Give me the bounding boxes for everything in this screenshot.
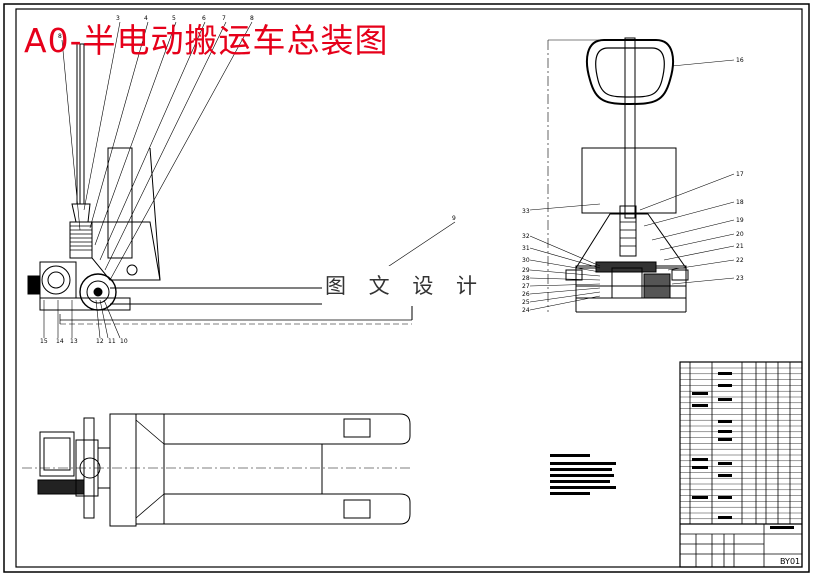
part-label: 7 bbox=[222, 15, 226, 22]
side-view bbox=[27, 21, 456, 339]
part-label: 33 bbox=[522, 208, 530, 215]
plan-view bbox=[22, 413, 412, 527]
front-view bbox=[529, 37, 735, 313]
part-label: 23 bbox=[736, 275, 744, 282]
drawing-number: BY01 bbox=[780, 557, 800, 566]
part-label: 27 bbox=[522, 283, 530, 290]
part-label: 6 bbox=[202, 15, 206, 22]
part-label: 29 bbox=[522, 267, 530, 274]
watermark-text: 图 文 设 计 bbox=[322, 266, 488, 306]
part-label: 11 bbox=[108, 338, 116, 345]
title-block bbox=[679, 361, 803, 568]
bom-rows bbox=[680, 367, 802, 519]
part-label: 8 bbox=[58, 33, 62, 40]
bom-text-marks bbox=[692, 372, 794, 529]
part-label: 15 bbox=[40, 338, 48, 345]
part-label: 16 bbox=[736, 57, 744, 64]
part-labels: 8 3 4 5 6 7 8 9 15 14 13 12 11 10 16 17 18 19 20 21 22 23 33 32… bbox=[40, 15, 744, 345]
part-label: 9 bbox=[452, 215, 456, 222]
part-label: 19 bbox=[736, 217, 744, 224]
part-label: 12 bbox=[96, 338, 104, 345]
part-label: 14 bbox=[56, 338, 64, 345]
part-label: 8 bbox=[250, 15, 254, 22]
part-label: 26 bbox=[522, 291, 530, 298]
part-label: 28 bbox=[522, 275, 530, 282]
sheet-border-outer bbox=[3, 3, 810, 573]
technical-notes bbox=[550, 454, 616, 495]
part-label: 5 bbox=[172, 15, 176, 22]
part-label: 17 bbox=[736, 171, 744, 178]
part-label: 3 bbox=[116, 15, 120, 22]
part-label: 18 bbox=[736, 199, 744, 206]
part-label: 24 bbox=[522, 307, 530, 314]
part-label: 31 bbox=[522, 245, 530, 252]
part-label: 25 bbox=[522, 299, 530, 306]
part-label: 22 bbox=[736, 257, 744, 264]
part-label: 13 bbox=[70, 338, 78, 345]
part-label: 32 bbox=[522, 233, 530, 240]
part-label: 30 bbox=[522, 257, 530, 264]
part-label: 4 bbox=[144, 15, 148, 22]
part-label: 20 bbox=[736, 231, 744, 238]
part-label: 21 bbox=[736, 243, 744, 250]
sheet-border-inner bbox=[15, 8, 803, 568]
drawing-title: A0-半电动搬运车总装图 bbox=[24, 21, 389, 60]
part-label: 10 bbox=[120, 338, 128, 345]
